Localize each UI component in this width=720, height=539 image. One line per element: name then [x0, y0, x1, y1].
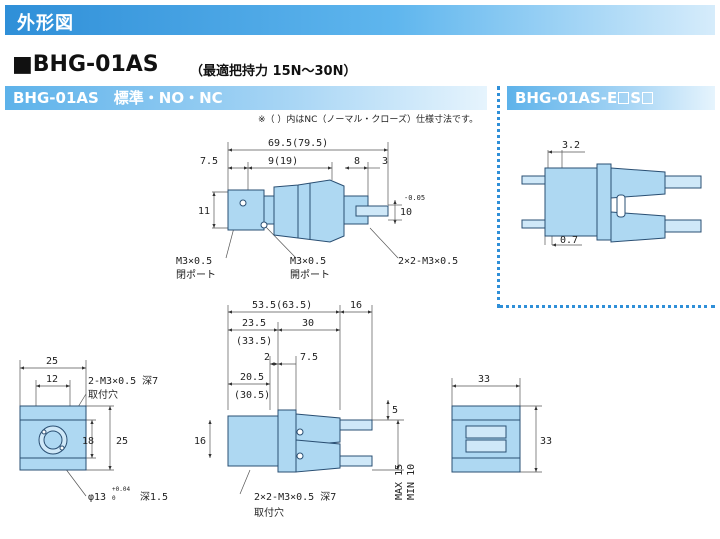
front-max: MAX 15: [394, 464, 405, 500]
placeholder-box-icon: [618, 92, 630, 104]
top-dim-mid: 9(19): [268, 156, 298, 167]
front-dim-305: (30.5): [234, 390, 270, 401]
end-bore-tol: +0.04: [112, 486, 130, 493]
top-port2-b: 開ポート: [290, 269, 330, 281]
front-dim-2: 2: [264, 352, 270, 363]
front-dim-16: 16: [350, 300, 362, 311]
option-dim-07: 0.7: [560, 235, 578, 246]
top-thread: 2×2-M3×0.5: [398, 256, 458, 267]
end-thread: 2-M3×0.5 深7: [88, 375, 158, 387]
model-title: ■BHG-01AS: [12, 52, 159, 77]
section-standard-label: BHG-01AS 標準・NO・NC: [13, 89, 223, 107]
front-dim-5: 5: [392, 405, 398, 416]
side-dim-33v: 33: [540, 436, 552, 447]
front-thread-b: 取付穴: [254, 506, 284, 519]
end-dim-12: 12: [46, 374, 58, 385]
side-dim-33: 33: [478, 374, 490, 385]
front-dim-30: 30: [302, 318, 314, 329]
header-title: 外形図: [17, 13, 74, 34]
model-subtitle: （最適把持力 15N〜30N）: [190, 64, 357, 79]
top-dim-10: 10: [400, 207, 412, 218]
end-bore-tol2: 0: [112, 495, 116, 502]
side-view: [451, 378, 542, 473]
end-view: [19, 360, 114, 497]
end-bore: φ13: [88, 492, 106, 503]
end-dim-25v: 25: [116, 436, 128, 447]
top-dim-10-tol: -0.05: [404, 194, 425, 202]
end-dim-18: 18: [82, 436, 94, 447]
top-dim-left: 7.5: [200, 156, 218, 167]
section-option-mid: S: [630, 89, 642, 107]
placeholder-box-icon: [642, 92, 654, 104]
top-port2-a: M3×0.5: [290, 256, 326, 267]
end-bore-depth: 深1.5: [140, 491, 168, 503]
front-dim-total: 53.5(63.5): [252, 300, 312, 311]
top-dim-8: 8: [354, 156, 360, 167]
header-banner: 外形図: [5, 5, 715, 35]
top-dim-total: 69.5(79.5): [268, 138, 328, 149]
section-option: BHG-01AS-E S: [507, 86, 715, 110]
option-divider-horizontal: [499, 305, 715, 308]
end-dim-25: 25: [46, 356, 58, 367]
nc-note: ※（ ）内はNC（ノーマル・クローズ）仕様寸法です。: [258, 115, 479, 125]
top-view: [212, 142, 402, 259]
front-dim-205: 20.5: [240, 372, 264, 383]
front-dim-16v: 16: [194, 436, 206, 447]
front-thread: 2×2-M3×0.5 深7: [254, 491, 336, 503]
section-standard: BHG-01AS 標準・NO・NC: [5, 86, 487, 110]
top-dim-3: 3: [382, 156, 388, 167]
end-thread-b: 取付穴: [88, 388, 118, 401]
option-view: [521, 150, 702, 247]
section-option-prefix: BHG-01AS-E: [515, 89, 618, 107]
front-dim-75: 7.5: [300, 352, 318, 363]
front-min: MIN 10: [406, 464, 417, 500]
front-view: [208, 305, 404, 495]
top-port1-b: 閉ポート: [176, 269, 216, 281]
top-port1-a: M3×0.5: [176, 256, 212, 267]
front-dim-335: (33.5): [236, 336, 272, 347]
option-dim-32: 3.2: [562, 140, 580, 151]
option-divider-vertical: [497, 86, 500, 308]
front-dim-235: 23.5: [242, 318, 266, 329]
top-dim-11: 11: [198, 206, 210, 217]
